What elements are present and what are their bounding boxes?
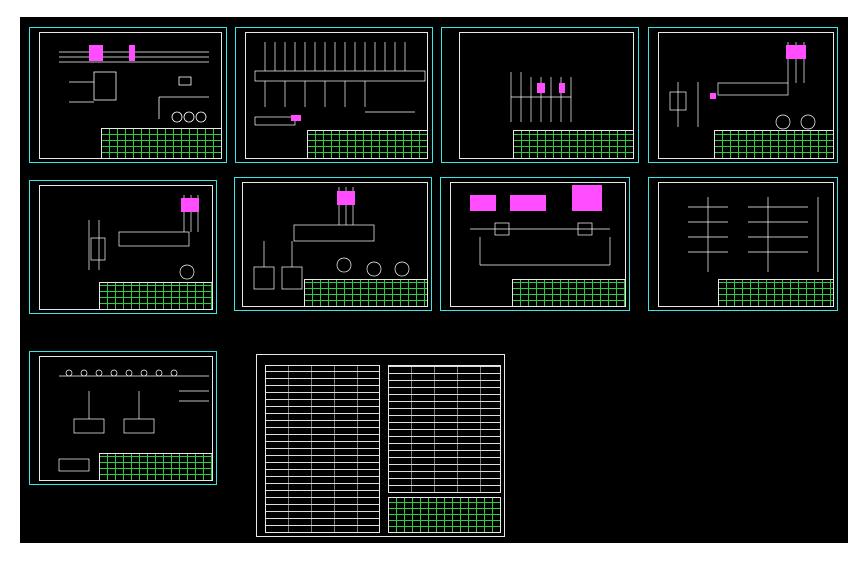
title-block [513, 130, 634, 159]
relay-ladder [688, 197, 819, 272]
sheet-5[interactable] [29, 180, 217, 314]
plc-wiring [254, 42, 426, 126]
contactor-icon [717, 82, 789, 96]
title-block [101, 128, 222, 159]
title-block [304, 279, 428, 307]
plc-module-icon [254, 70, 426, 82]
control-circuit [470, 185, 611, 266]
title-block [714, 130, 834, 159]
sheet-7[interactable] [440, 177, 630, 311]
title-block [512, 279, 626, 307]
transformer-icon [93, 71, 117, 101]
title-block [718, 279, 834, 307]
motor-icon [775, 114, 791, 130]
bom-table-right [388, 365, 501, 493]
title-block [99, 453, 213, 481]
motor-circuit [669, 42, 816, 130]
title-block [388, 497, 501, 533]
drawing-canvas[interactable] [20, 17, 848, 543]
bom-table-left [265, 365, 380, 533]
io-wiring [510, 72, 572, 122]
terminal-diagram [58, 369, 209, 472]
title-block [99, 282, 213, 310]
vfd-circuit [88, 195, 199, 280]
sheet-3[interactable] [441, 27, 639, 163]
sheet-6[interactable] [234, 177, 432, 311]
sheet-1[interactable] [29, 27, 227, 163]
sheet-bom[interactable] [256, 354, 505, 537]
sheet-4[interactable] [648, 27, 838, 163]
sheet-2[interactable] [235, 27, 433, 163]
sheet-8[interactable] [648, 177, 838, 311]
multi-motor-circuit [253, 187, 410, 290]
motor-icon [179, 264, 195, 280]
title-block [307, 130, 428, 159]
motor-icon [336, 257, 352, 273]
motor-icon [171, 111, 183, 123]
sheet-9[interactable] [29, 351, 217, 485]
wiring-diagram [59, 45, 209, 123]
